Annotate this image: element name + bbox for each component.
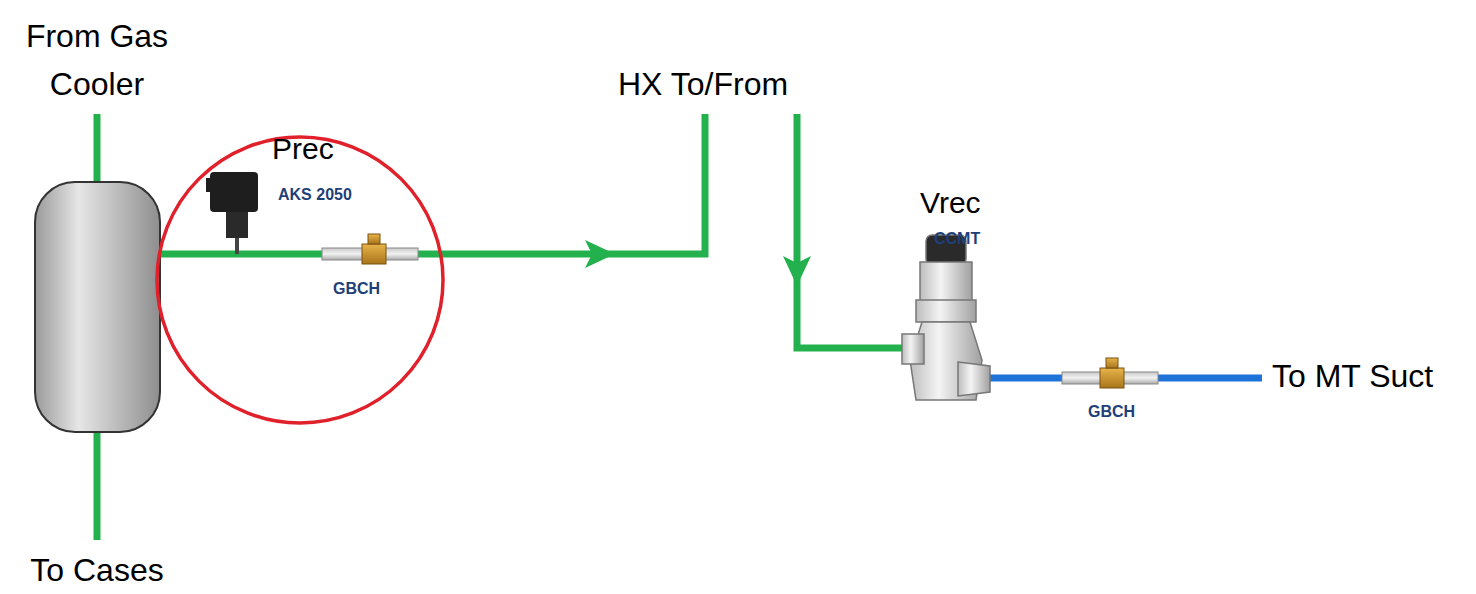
circle-outline <box>154 134 446 426</box>
valve-name: GBCH <box>333 280 380 298</box>
model-number: AKS 2050 <box>278 186 352 204</box>
pipe-label: To Cases <box>7 552 187 589</box>
part-tag: Prec <box>272 132 334 167</box>
pipe-label: To MT Suct <box>1272 358 1433 395</box>
pipe-label: HX To/From <box>618 66 788 103</box>
pipe-label: From Gas Cooler <box>7 12 187 108</box>
highlight-circle: PrecAKS 2050GBCH <box>154 134 446 426</box>
model-number: CCMT <box>934 230 980 248</box>
valve-name: GBCH <box>1088 403 1135 421</box>
part-tag: Vrec <box>920 186 981 221</box>
